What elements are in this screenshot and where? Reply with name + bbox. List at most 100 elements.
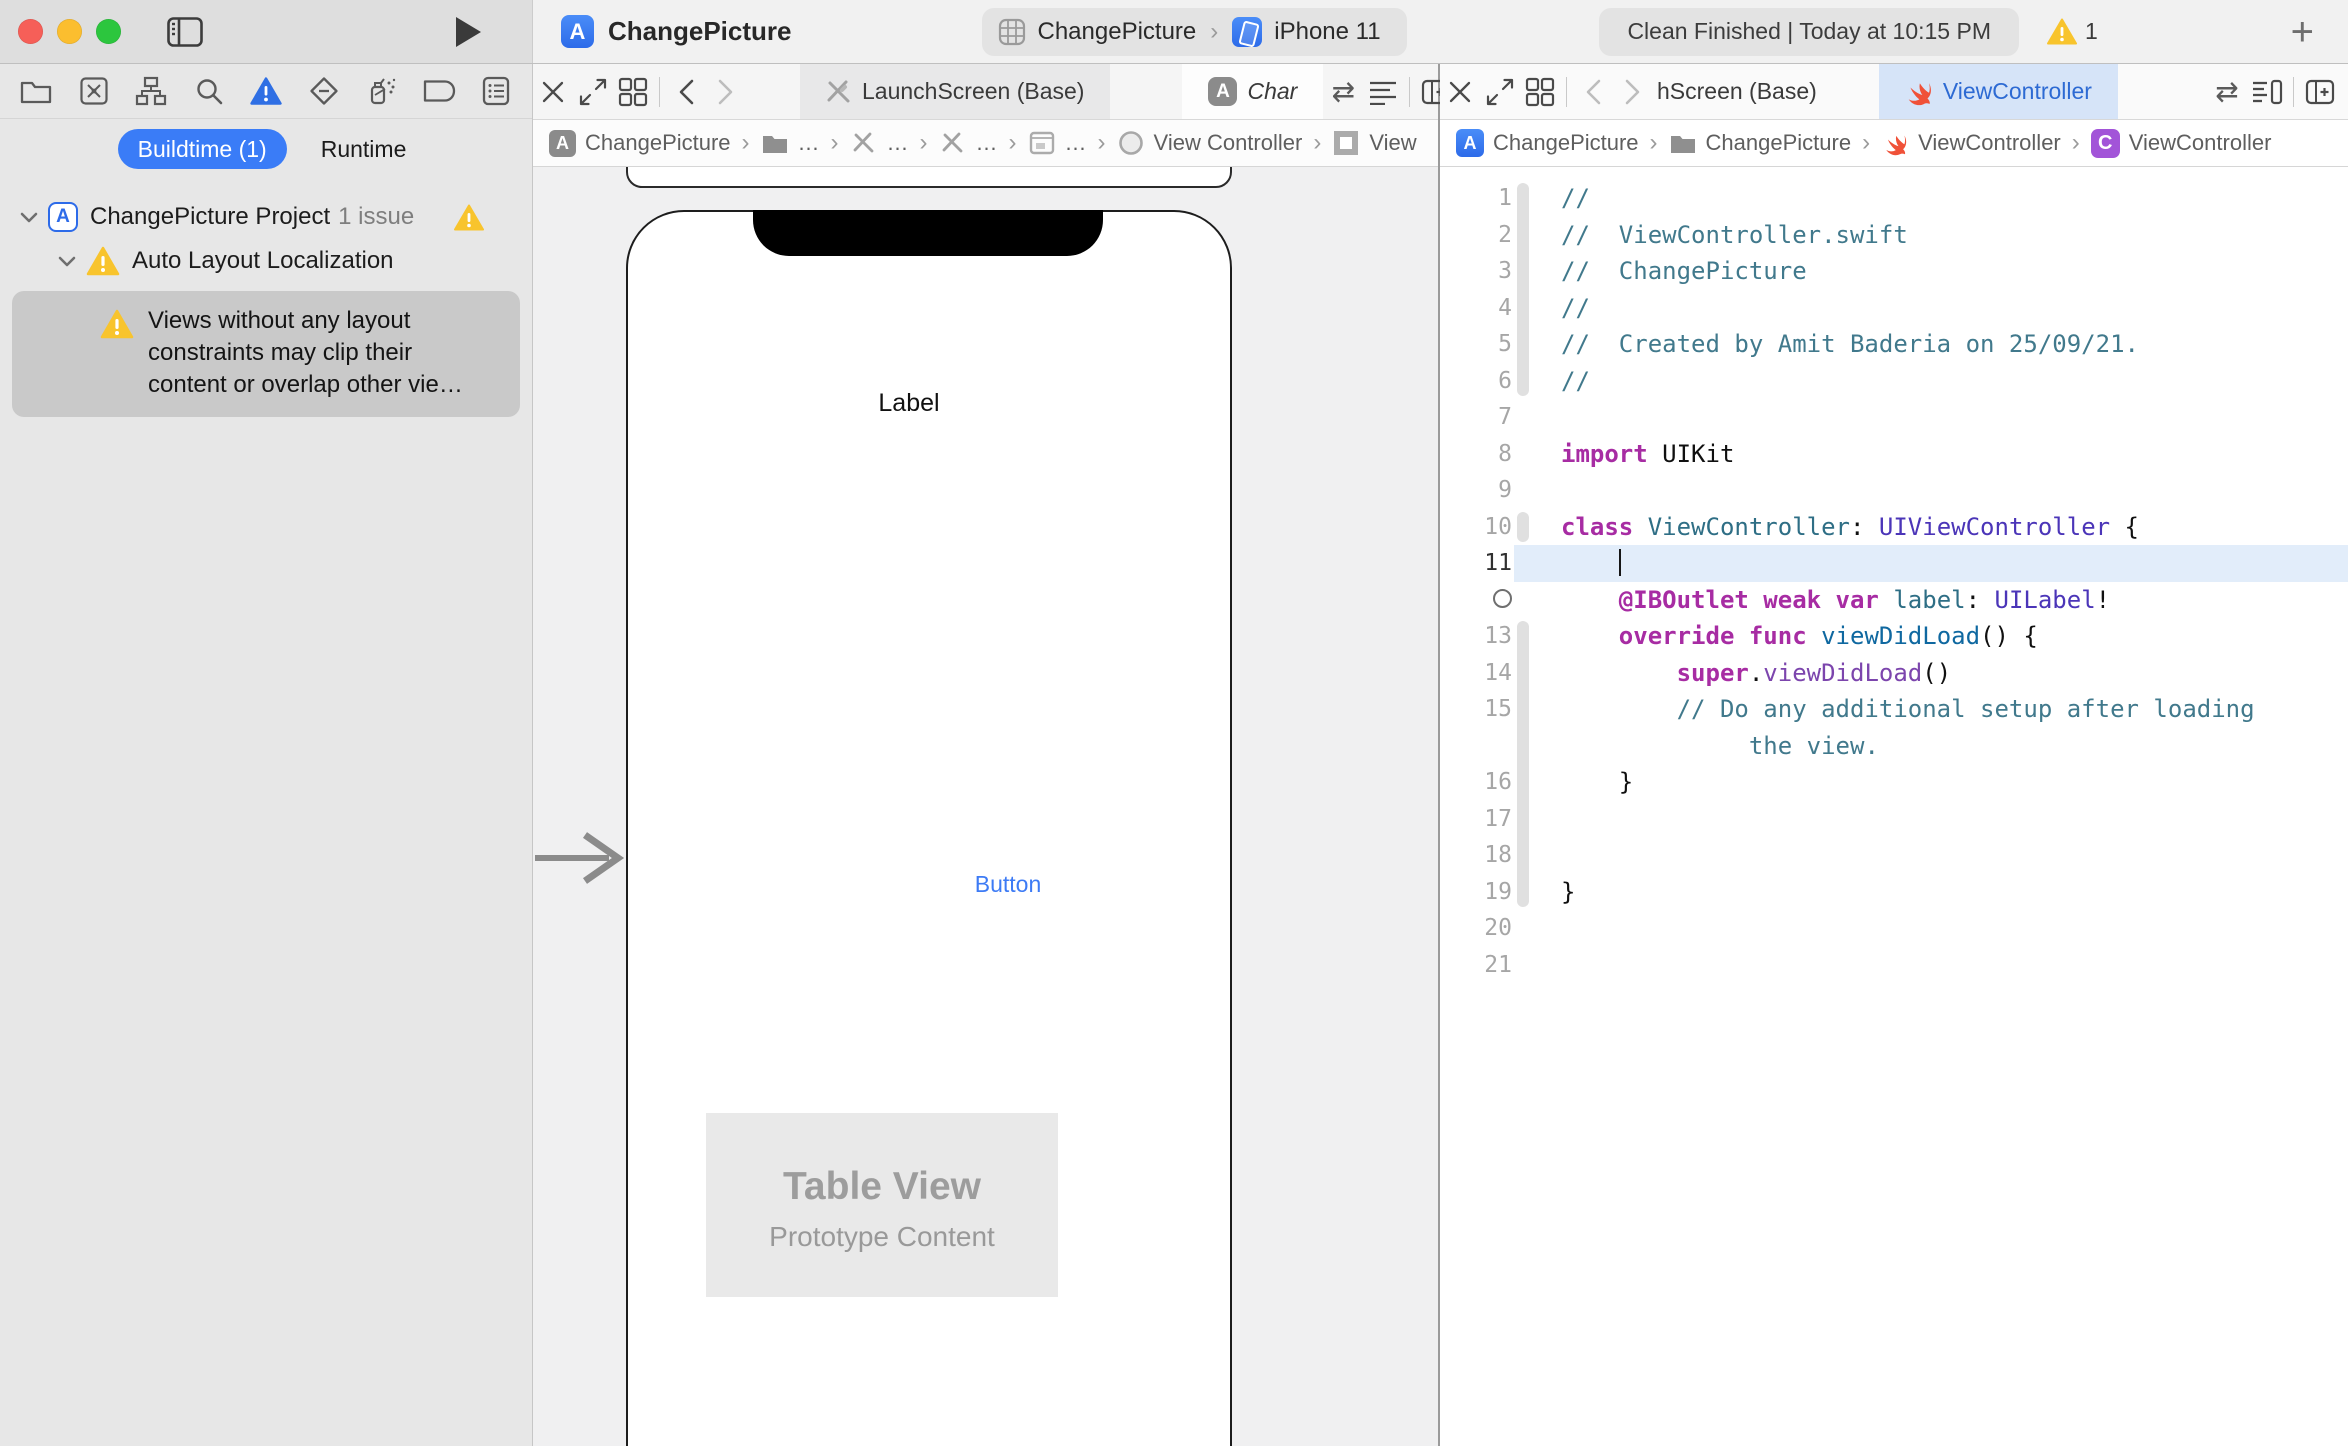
crumb-file[interactable]: ViewController [1918,130,2061,155]
canvas-label[interactable]: Label [878,389,940,417]
code-line[interactable]: 13 override func viewDidLoad() { [1440,618,2348,659]
chevron-down-icon[interactable] [58,256,76,267]
code-text[interactable] [1531,910,2348,947]
code-line[interactable]: 11 [1440,545,2348,582]
tab-changepicture-preview[interactable]: A Char [1182,64,1324,119]
artboard-above[interactable] [626,167,1232,188]
crumb-symbol[interactable]: ViewController [2128,130,2272,155]
focus-editor-icon[interactable] [1480,72,1520,112]
code-text[interactable] [1531,472,2348,509]
crumb-scene[interactable]: … [975,130,998,155]
code-line[interactable]: 6// [1440,362,2348,400]
view-controller-frame[interactable]: Label Button Table View Prototype Conten… [626,210,1232,1446]
code-text[interactable]: super.viewDidLoad() [1676,658,1952,687]
code-text[interactable]: import UIKit [1561,439,1735,468]
tab-viewcontroller-selected[interactable]: ViewController [1878,64,2118,119]
code-text[interactable]: } [1561,877,1576,906]
forward-icon[interactable] [1613,72,1653,112]
crumb-dock[interactable]: … [1064,130,1087,155]
code-line[interactable]: 15 // Do any additional setup after load… [1440,691,2348,728]
code-line[interactable]: 5// Created by Amit Baderia on 25/09/21. [1440,326,2348,363]
code-text[interactable] [1531,399,2348,436]
code-line[interactable]: 1// [1440,180,2348,221]
editor-layout-icon[interactable] [613,72,653,112]
find-navigator-icon[interactable] [189,71,229,111]
code-text[interactable]: // ViewController.swift [1561,220,1908,249]
code-text[interactable]: // Do any additional setup after loading [1676,695,2255,723]
code-line[interactable]: 4// [1440,289,2348,326]
crumb-project[interactable]: ChangePicture [1493,130,1639,155]
test-navigator-icon[interactable] [304,71,344,111]
crumb-folder[interactable]: ChangePicture [1705,130,1852,155]
code-line[interactable]: 19} [1440,873,2348,911]
chevron-down-icon[interactable] [20,212,38,223]
add-editor-icon[interactable] [2300,72,2340,112]
code-line[interactable]: 3// ChangePicture [1440,253,2348,290]
code-text[interactable]: // [1561,184,1590,212]
code-review-icon[interactable] [2247,72,2287,112]
project-navigator-icon[interactable] [16,71,56,111]
debug-navigator-icon[interactable] [361,71,401,111]
scheme-selector[interactable]: ChangePicture › iPhone 11 [981,7,1407,56]
tree-row-project[interactable]: A ChangePicture Project 1 issue [0,195,532,239]
adjust-editor-icon[interactable] [1363,72,1403,112]
code-text[interactable]: // ChangePicture [1561,257,1807,285]
forward-icon[interactable] [706,72,746,112]
related-items-icon[interactable]: ⇄ [2215,76,2239,107]
crumb-storyboard[interactable]: … [886,130,909,155]
crumb-view[interactable]: View [1369,130,1417,155]
back-icon[interactable] [1573,72,1613,112]
tree-row-autolayout[interactable]: Auto Layout Localization [0,239,532,283]
code-text[interactable]: // Created by Amit Baderia on 25/09/21. [1561,330,2139,358]
canvas-button[interactable]: Button [974,871,1042,897]
code-line[interactable]: 14 super.viewDidLoad() [1440,654,2348,691]
filter-runtime[interactable]: Runtime [320,135,407,162]
code-text[interactable]: // [1561,366,1590,395]
toolbar-warning-group[interactable]: 1 [2046,18,2098,45]
zoom-window-button[interactable] [96,19,121,44]
code-line[interactable]: 18 [1440,837,2348,874]
crumb-project[interactable]: ChangePicture [585,130,731,155]
breakpoint-navigator-icon[interactable] [419,71,459,111]
activity-status[interactable]: Clean Finished | Today at 10:15 PM [1599,7,2019,56]
code-line[interactable]: 16 } [1440,764,2348,801]
code-text[interactable]: class ViewController: UIViewController { [1561,512,2139,541]
code-line[interactable]: 20 [1440,910,2348,947]
run-button[interactable] [446,10,490,54]
source-control-navigator-icon[interactable] [74,71,114,111]
code-text[interactable]: the view. [1748,731,1879,760]
code-text[interactable] [1531,801,2348,838]
entry-point-arrow[interactable] [533,830,625,886]
tab-launchscreen[interactable]: LaunchScreen (Base) [800,64,1111,119]
close-window-button[interactable] [18,19,43,44]
tree-row-issue-selected[interactable]: Views without any layout constraints may… [12,291,520,417]
code-line[interactable]: @IBOutlet weak var label: UILabel! [1440,582,2348,619]
close-editor-icon[interactable] [1440,72,1480,112]
code-line[interactable]: 2// ViewController.swift [1440,216,2348,253]
code-text[interactable]: override func viewDidLoad() { [1618,622,2038,650]
code-text[interactable] [1531,837,2348,874]
storyboard-canvas[interactable]: Label Button Table View Prototype Conten… [533,167,1438,1446]
crumb-folder[interactable]: … [797,130,820,155]
code-line[interactable]: 21 [1440,947,2348,984]
code-text[interactable]: @IBOutlet weak var label: UILabel! [1618,585,2111,614]
add-button[interactable]: + [2290,9,2314,54]
editor-layout-icon[interactable] [1520,72,1560,112]
minimize-window-button[interactable] [57,19,82,44]
code-text[interactable] [1531,947,2348,984]
iboutlet-connector[interactable] [1440,582,1514,619]
code-text[interactable] [1531,545,2348,582]
code-text[interactable]: // [1561,293,1590,322]
filter-buildtime[interactable]: Buildtime (1) [117,129,287,169]
canvas-table-view[interactable]: Table View Prototype Content [706,1113,1058,1297]
report-navigator-icon[interactable] [476,71,516,111]
crumb-view-controller[interactable]: View Controller [1153,130,1303,155]
sidebar-toggle-icon[interactable] [163,10,207,54]
code-line[interactable]: the view. [1440,727,2348,764]
back-icon[interactable] [666,72,706,112]
code-line[interactable]: 9 [1440,472,2348,509]
focus-editor-icon[interactable] [573,72,613,112]
close-editor-icon[interactable] [533,72,573,112]
